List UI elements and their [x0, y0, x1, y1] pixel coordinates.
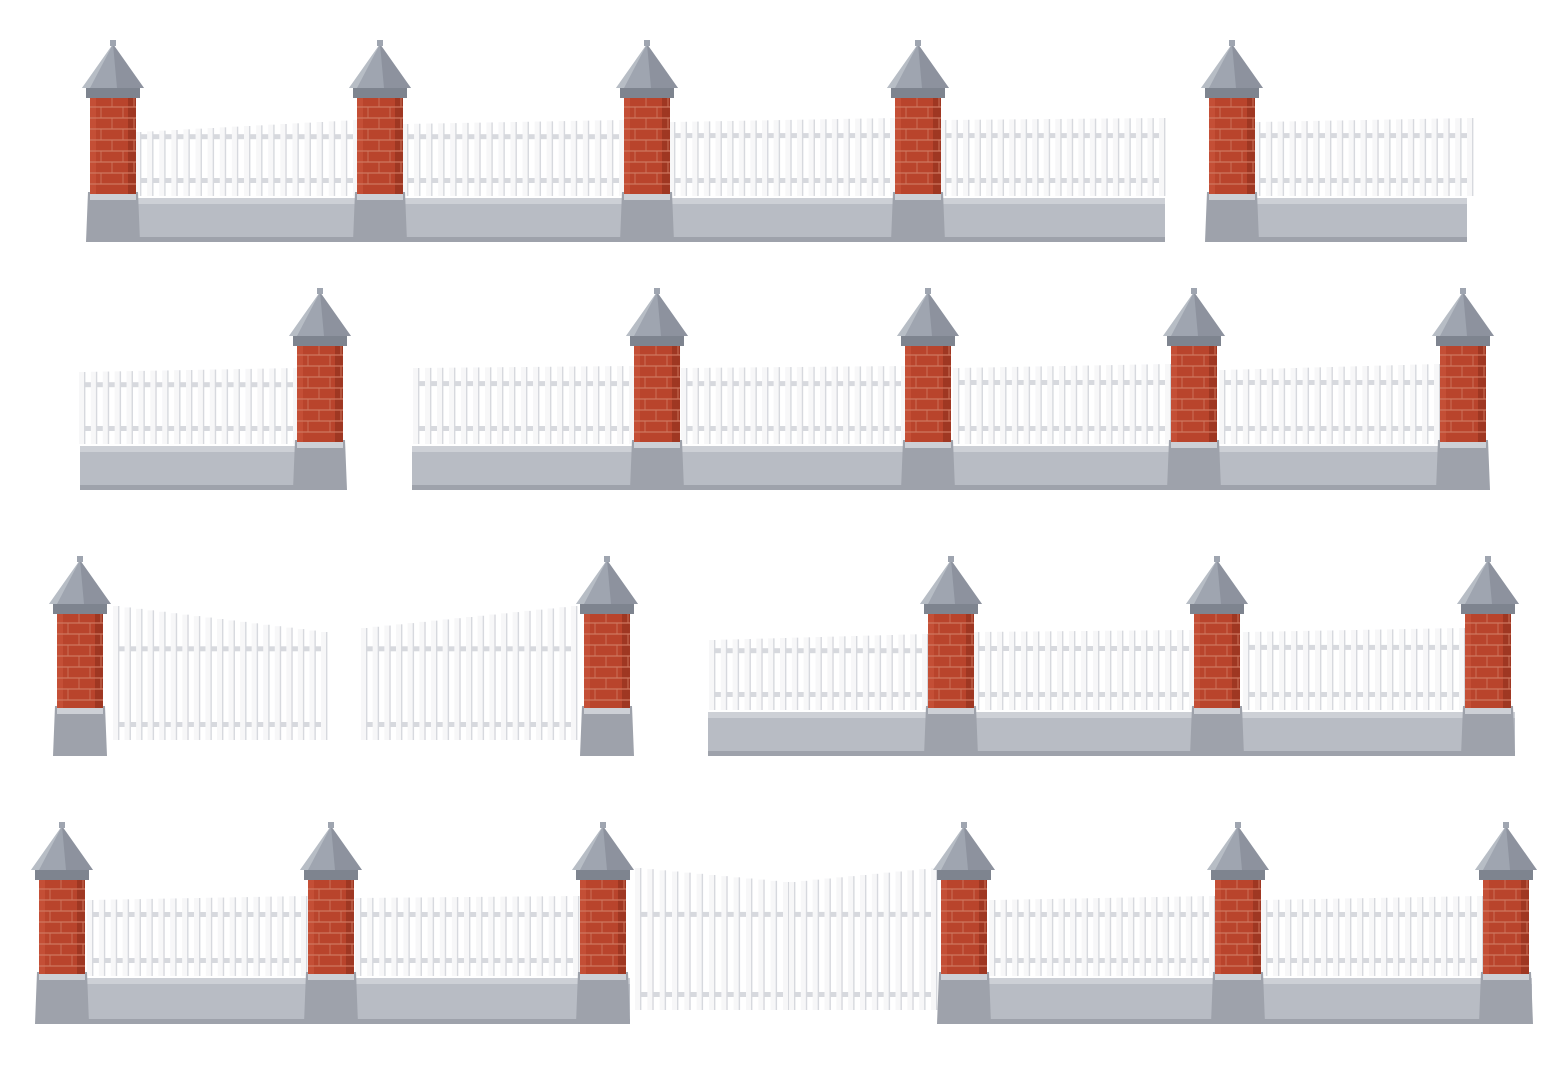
brick-pillar-icon	[82, 40, 144, 242]
picket-fence-icon	[669, 118, 897, 196]
picket-fence-icon	[1243, 628, 1466, 710]
brick-pillar-icon	[1186, 556, 1248, 756]
brick-pillar-icon	[626, 288, 688, 490]
fence-row-1	[82, 40, 1474, 242]
picket-fence-icon	[79, 368, 300, 444]
brick-pillar-icon	[920, 556, 982, 756]
brick-pillar-icon	[897, 288, 959, 490]
picket-fence-icon	[135, 120, 360, 196]
picket-fence-icon	[413, 366, 636, 444]
picket-fence-icon	[1261, 896, 1484, 976]
stone-plinth-icon	[708, 712, 1515, 756]
picket-fence-icon	[87, 896, 308, 976]
brick-pillar-icon	[1475, 822, 1537, 1024]
picket-fence-icon	[940, 118, 1166, 196]
brick-pillar-icon	[616, 40, 678, 242]
picket-fence-icon	[1254, 118, 1474, 196]
brick-pillar-icon	[31, 822, 93, 1024]
brick-pillar-icon	[887, 40, 949, 242]
picket-fence-icon	[953, 364, 1172, 444]
brick-pillar-icon	[1207, 822, 1269, 1024]
picket-fence-icon	[989, 896, 1216, 976]
picket-fence-icon	[355, 896, 580, 976]
brick-pillar-icon	[572, 822, 634, 1024]
brick-pillar-icon	[933, 822, 995, 1024]
picket-fence-icon	[709, 634, 929, 710]
brick-pillar-icon	[576, 556, 638, 756]
brick-pillar-icon	[289, 288, 351, 490]
brick-pillar-icon	[1163, 288, 1225, 490]
brick-pillar-icon	[349, 40, 411, 242]
brick-pillar-icon	[49, 556, 111, 756]
fence-row-4	[31, 822, 1537, 1024]
picket-fence-icon	[681, 366, 908, 444]
brick-pillar-icon	[1432, 288, 1494, 490]
gate-leaf-icon	[113, 606, 328, 740]
brick-pillar-icon	[1457, 556, 1519, 756]
fence-row-3	[49, 556, 1519, 756]
brick-pillar-icon	[300, 822, 362, 1024]
gate-leaf-icon	[635, 868, 790, 1010]
picket-fence-icon	[973, 630, 1196, 710]
brick-pillar-icon	[1201, 40, 1263, 242]
picket-fence-icon	[402, 120, 626, 196]
fence-row-2	[79, 288, 1494, 490]
picket-fence-icon	[1219, 364, 1441, 444]
gate-leaf-icon	[361, 606, 578, 740]
gate-leaf-icon	[789, 868, 938, 1010]
